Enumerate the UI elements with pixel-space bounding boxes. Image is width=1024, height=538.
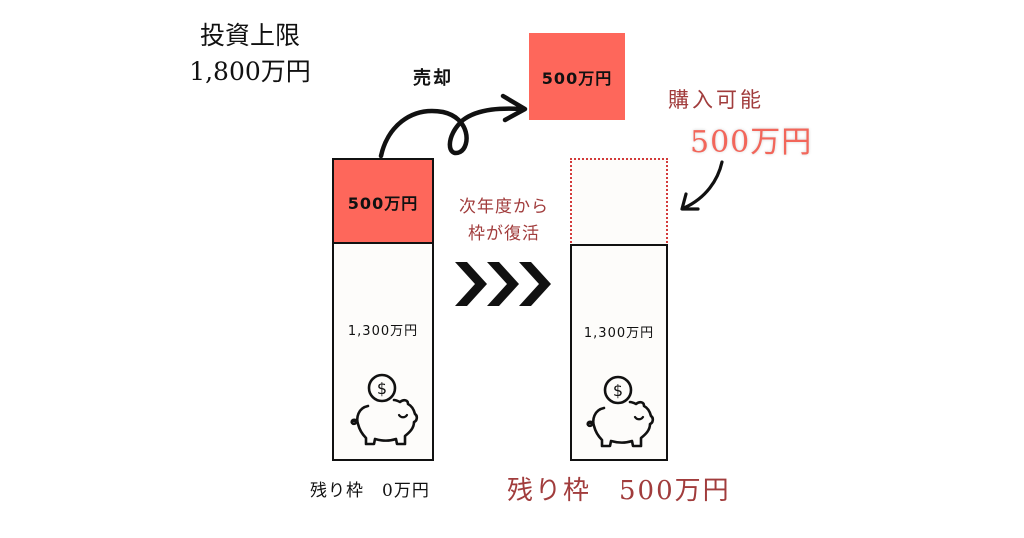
curved-arrow-icon [680, 160, 724, 211]
curly-arrow-icon [378, 93, 528, 159]
left-sold-amount: 500万円 [347, 194, 419, 213]
left-held-amount: 1,300万円 [347, 324, 419, 339]
left-remaining-quota: 残り枠 0万円 [310, 481, 430, 501]
right-remaining-quota: 残り枠 500万円 [507, 476, 731, 506]
purchasable-title: 購入可能 [668, 88, 764, 112]
investment-limit-amount: 1,800万円 [189, 57, 311, 86]
purchasable-amount: 500万円 [690, 125, 813, 160]
right-held-portion: 1,300万円 $ [570, 244, 668, 461]
sold-amount: 500万円 [541, 68, 613, 88]
piggy-bank-icon: $ [350, 373, 419, 446]
investment-limit-title: 投資上限 [199, 21, 300, 50]
investment-limit: 投資上限 1,800万円 [170, 18, 330, 90]
left-held-portion: 1,300万円 $ [332, 242, 434, 461]
svg-text:$: $ [377, 379, 387, 398]
sold-amount-box: 500万円 [529, 33, 625, 120]
quota-revival-line2: 枠が復活 [468, 224, 540, 244]
quota-revival-note: 次年度から 枠が復活 [444, 194, 564, 248]
sell-label: 売却 [413, 68, 453, 89]
piggy-bank-icon: $ [586, 375, 655, 448]
quota-revival-line1: 次年度から [459, 197, 549, 217]
left-sold-portion: 500万円 [332, 158, 434, 244]
triple-chevron-icon [455, 262, 551, 306]
right-held-amount: 1,300万円 [583, 326, 655, 341]
right-restored-portion [570, 158, 668, 246]
svg-text:$: $ [613, 381, 623, 400]
